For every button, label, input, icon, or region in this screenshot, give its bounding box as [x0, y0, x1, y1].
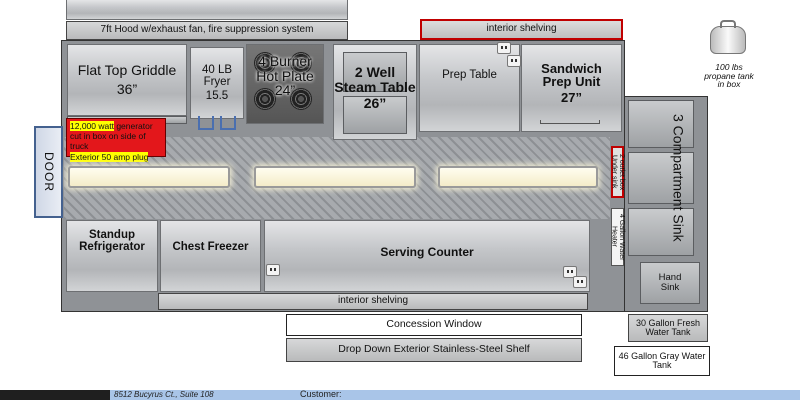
propane-tank-icon: [710, 26, 746, 54]
burner-icon: [254, 88, 276, 110]
hand-sink: Hand Sink: [640, 262, 700, 304]
steam-table-name: 2 Well Steam Table: [334, 63, 416, 95]
concession-window: Concession Window: [286, 314, 582, 336]
fryer-basket-left: [198, 116, 214, 130]
sink-basin: [628, 152, 694, 204]
burner-icon: [290, 52, 312, 74]
footer-address: 8512 Bucyrus Ct., Suite 108: [114, 390, 214, 399]
sink-basin: [628, 208, 694, 256]
standup-refrigerator: Standup Refrigerator: [66, 220, 158, 292]
hood-label: 7ft Hood w/exhaust fan, fire suppression…: [66, 21, 348, 40]
hood-top: [66, 0, 348, 20]
generator-text: generator cut in box on side of truck: [70, 121, 153, 152]
hand-sink-text: Hand Sink: [658, 272, 682, 293]
hot-plate-label: 4 Burner Hot Plate 24”: [246, 46, 324, 106]
hot-plate-size: 24”: [274, 82, 296, 99]
gray-water-tank: 46 Gallon Gray Water Tank: [614, 346, 710, 376]
footer-dark-block: [0, 390, 110, 400]
outlet-icon: [563, 266, 577, 278]
generator-note: 12,000 watt generator cut in box on side…: [66, 118, 166, 162]
outlet-icon: [497, 42, 511, 54]
interior-shelving-top: interior shelving: [420, 19, 623, 40]
griddle-size: 36”: [116, 81, 138, 97]
compartment-sink-text: 3 Compartment Sink: [670, 114, 687, 242]
sandwich-prep-unit: Sandwich Prep Unit 27”: [521, 44, 622, 132]
steam-well: [343, 52, 407, 92]
flat-top-griddle: Flat Top Griddle 36”: [67, 44, 187, 116]
outlet-box-under-sink: 2 outlet box Under sink: [610, 146, 625, 198]
propane-valve: [720, 20, 736, 28]
serving-counter-label: Serving Counter: [380, 245, 474, 259]
steam-table-label: 2 Well Steam Table 26”: [333, 58, 417, 118]
fresh-water-tank: 30 Gallon Fresh Water Tank: [628, 314, 708, 342]
refrigerator-label: Standup Refrigerator: [79, 229, 145, 254]
ceiling-light: [68, 166, 230, 188]
ceiling-light: [438, 166, 598, 188]
chest-freezer: Chest Freezer: [160, 220, 261, 292]
drop-down-shelf: Drop Down Exterior Stainless-Steel Shelf: [286, 338, 582, 362]
hot-plate-name: 4 Burner Hot Plate: [256, 52, 314, 84]
footer-customer-label: Customer:: [300, 389, 342, 399]
burner-icon: [254, 52, 276, 74]
sandwich-unit-handle: [540, 120, 600, 124]
outlet-icon: [573, 276, 587, 288]
water-heater: 4 Gallon Water Heater: [610, 208, 625, 266]
fryer-size: 15.5: [205, 90, 229, 103]
freezer-label: Chest Freezer: [172, 241, 249, 253]
steam-table-size: 26”: [363, 95, 387, 112]
sandwich-unit-size: 27”: [561, 89, 582, 105]
sink-basin: [628, 100, 694, 148]
ceiling-light: [254, 166, 416, 188]
steam-well: [343, 96, 407, 134]
outlet-box-text: 2 outlet box Under sink: [610, 153, 625, 191]
prep-table: Prep Table: [419, 44, 520, 132]
footer-bar: [0, 390, 800, 400]
door-label: DOOR: [41, 152, 56, 192]
prep-table-label: Prep Table: [442, 69, 497, 81]
door[interactable]: DOOR: [34, 126, 63, 218]
fryer-basket-right: [220, 116, 236, 130]
sandwich-unit-name: Sandwich Prep Unit: [541, 60, 602, 90]
compartment-sink-label: 3 Compartment Sink: [662, 100, 694, 256]
burner-icon: [290, 88, 312, 110]
propane-label: 100 lbs propane tank in box: [704, 61, 754, 90]
water-heater-text: 4 Gallon Water Heater: [610, 213, 625, 261]
outlet-icon: [507, 55, 521, 67]
outlet-icon: [266, 264, 280, 276]
generator-watt: 12,000 watt: [70, 121, 114, 131]
fryer-name: 40 LB Fryer: [201, 63, 233, 88]
interior-shelving-bottom: interior shelving: [158, 293, 588, 310]
generator-plug: Exterior 50 amp plug: [70, 151, 149, 162]
fryer: 40 LB Fryer 15.5: [190, 47, 244, 119]
serving-counter: Serving Counter: [264, 220, 590, 292]
griddle-name: Flat Top Griddle: [77, 62, 177, 79]
